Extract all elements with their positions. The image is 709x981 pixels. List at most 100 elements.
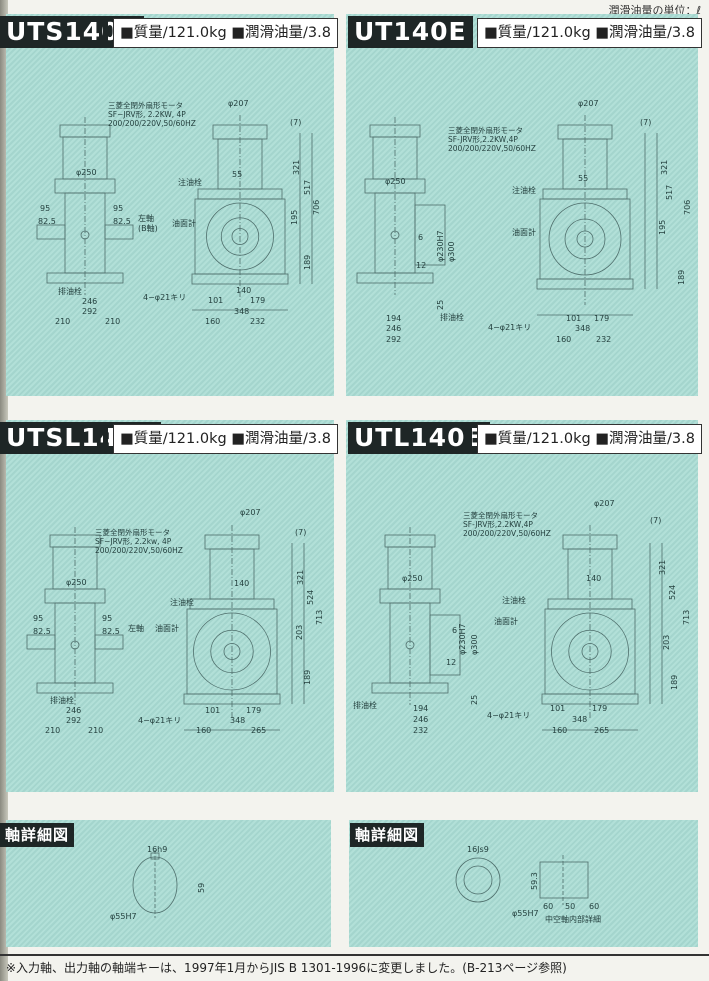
dimension-label: φ250 <box>385 177 406 186</box>
dimension-label: 中空軸内部詳細 <box>545 915 601 924</box>
dimension-label: 524 <box>668 584 677 600</box>
dimension-label: 60 <box>543 902 554 911</box>
dimension-label: 194 <box>386 314 402 323</box>
dimension-label: 注油栓 <box>502 596 526 605</box>
motor-spec-line: 三菱全閉外扇形モータ <box>463 511 538 520</box>
dimension-label: 517 <box>303 179 312 195</box>
motor-spec-line: 200/200/220V,50/60HZ <box>95 546 183 555</box>
dimension-label: 265 <box>594 726 610 735</box>
dimension-label: 348 <box>575 324 591 333</box>
dimension-label: 292 <box>82 307 98 316</box>
hollow-shaft-outline <box>429 614 461 676</box>
dimension-label: 55 <box>232 170 243 179</box>
page-binding-edge <box>0 0 8 981</box>
dimension-label: 232 <box>250 317 266 326</box>
divider-bar <box>467 422 472 454</box>
dimension-label: 348 <box>572 715 588 724</box>
dimension-label: 189 <box>670 674 679 690</box>
dimension-label: 517 <box>665 184 674 200</box>
dimension-label: 706 <box>683 199 692 215</box>
dimension-label: 321 <box>660 159 669 175</box>
dimension-label: 油面計 <box>155 624 179 633</box>
panel-utl140e <box>346 420 698 792</box>
spec-box: ■質量/121.0kg ■潤滑油量/3.8 <box>113 424 338 454</box>
dimension-label: 321 <box>658 559 667 575</box>
dimension-label: 232 <box>413 726 429 735</box>
panel-utsl140e <box>6 420 334 792</box>
dimension-label: 6 <box>452 626 458 635</box>
dimension-label: φ207 <box>578 99 599 108</box>
dimension-label: 82.5 <box>102 627 120 636</box>
dimension-label: 189 <box>303 254 312 270</box>
dimension-label: 4−φ21キリ <box>488 323 532 332</box>
dimension-label: 210 <box>45 726 61 735</box>
dimension-label: 排油栓 <box>58 287 82 296</box>
dimension-label: 292 <box>386 335 402 344</box>
dimension-label: 25 <box>436 299 445 310</box>
dimension-label: 95 <box>113 204 124 213</box>
dimension-label: 4−φ21キリ <box>143 293 187 302</box>
input-shaft <box>26 634 56 650</box>
dimension-label: 321 <box>296 569 305 585</box>
dimension-label: 160 <box>556 335 572 344</box>
dimension-label: 101 <box>550 704 566 713</box>
dimension-label: 246 <box>82 297 98 306</box>
dimension-label: 16Js9 <box>467 845 489 854</box>
dimension-label: 160 <box>205 317 221 326</box>
dimension-label: 排油栓 <box>353 701 377 710</box>
dimension-label: 50 <box>565 902 576 911</box>
dimension-label: 160 <box>552 726 568 735</box>
dimension-label: (7) <box>640 118 652 127</box>
footnote: ※入力軸、出力軸の軸端キーは、1997年1月からJIS B 1301-1996に… <box>0 954 709 976</box>
dimension-label: (7) <box>650 516 662 525</box>
model-badge: UT140E <box>348 16 473 48</box>
dimension-label: 210 <box>88 726 104 735</box>
dimension-label: φ300 <box>470 634 479 655</box>
hollow-shaft-profile <box>539 861 589 899</box>
dimension-label: 82.5 <box>38 217 56 226</box>
dimension-label: 12 <box>446 658 457 667</box>
dimension-label: 59 <box>197 882 206 893</box>
dimension-label: 189 <box>677 269 686 285</box>
dimension-label: 140 <box>234 579 250 588</box>
dimension-label: 195 <box>290 209 299 225</box>
dimension-label: 95 <box>33 614 44 623</box>
dimension-label: 713 <box>682 609 691 625</box>
dimension-label: 524 <box>306 589 315 605</box>
dimension-label: 321 <box>292 159 301 175</box>
dimension-label: 油面計 <box>512 228 536 237</box>
motor-spec-line: 200/200/220V,50/60HZ <box>448 144 536 153</box>
dimension-label: φ207 <box>594 499 615 508</box>
dimension-label: (7) <box>295 528 307 537</box>
dimension-label: 注油栓 <box>512 186 536 195</box>
hollow-shaft-section <box>455 857 501 903</box>
dimension-label: 注油栓 <box>170 598 194 607</box>
dimension-label: (B軸) <box>138 224 158 233</box>
output-shaft <box>104 224 134 240</box>
dimension-label: 203 <box>295 624 304 640</box>
dimension-label: 348 <box>234 307 250 316</box>
dimension-label: 265 <box>251 726 267 735</box>
dimension-label: φ250 <box>402 574 423 583</box>
dimension-label: 排油栓 <box>50 696 74 705</box>
output-shaft <box>94 634 124 650</box>
motor-spec-line: 三菱全閉外扇形モータ <box>108 101 183 110</box>
dimension-label: 210 <box>55 317 71 326</box>
divider-bar <box>467 16 472 48</box>
motor-spec-line: SF-JRV形,2.2KW,4P <box>448 135 518 144</box>
spec-box: ■質量/121.0kg ■潤滑油量/3.8 <box>477 424 702 454</box>
dimension-label: 油面計 <box>172 219 196 228</box>
hollow-shaft-outline <box>414 204 446 266</box>
dimension-label: 59.3 <box>530 872 539 890</box>
motor-spec-line: 200/200/220V,50/60HZ <box>463 529 551 538</box>
dimension-label: 12 <box>416 261 427 270</box>
spec-box: ■質量/121.0kg ■潤滑油量/3.8 <box>477 18 702 48</box>
dimension-label: 246 <box>413 715 429 724</box>
panel-ut140e <box>346 14 698 396</box>
dimension-label: 140 <box>586 574 602 583</box>
dimension-label: 55 <box>578 174 589 183</box>
spec-box: ■質量/121.0kg ■潤滑油量/3.8 <box>113 18 338 48</box>
dimension-label: φ230H7 <box>436 230 445 262</box>
dimension-label: 60 <box>589 902 600 911</box>
